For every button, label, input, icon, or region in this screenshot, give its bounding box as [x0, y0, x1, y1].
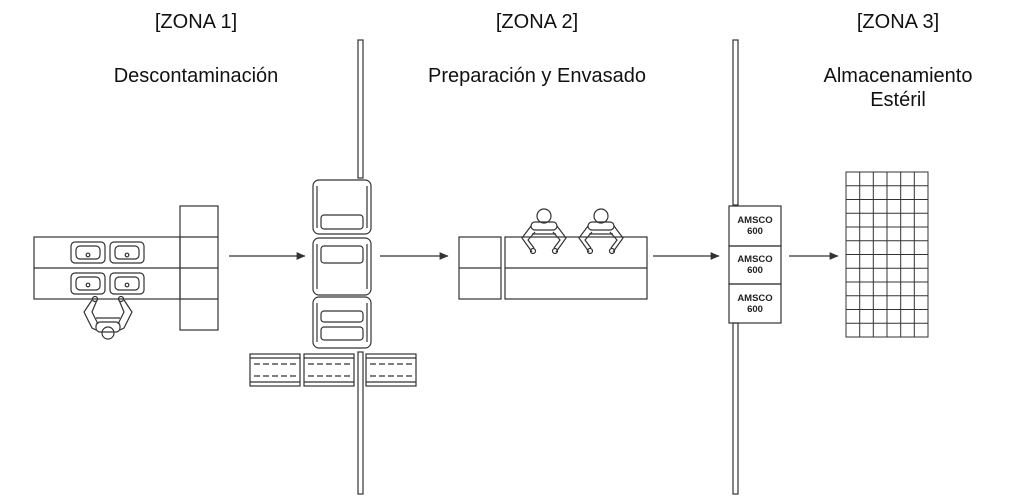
sterilizer-1-brand: AMSCO	[737, 215, 772, 226]
zone-3-name-line1: Almacenamiento	[823, 65, 973, 87]
zone-2-name: Preparación y Envasado	[428, 65, 646, 87]
sterilizer-unit	[728, 283, 782, 324]
sink-counter	[33, 236, 181, 300]
zone-1-tag: [ZONA 1]	[154, 11, 238, 33]
sterilizer-3-model: 600	[747, 304, 763, 315]
zone-2-tag: [ZONA 2]	[495, 11, 579, 33]
loading-cart	[249, 353, 301, 387]
sterilizer-2-model: 600	[747, 265, 763, 276]
sterilizer-1-model: 600	[747, 226, 763, 237]
washer-disinfector-unit	[312, 179, 372, 235]
partition-wall-1	[357, 39, 364, 495]
washer-disinfector-unit	[312, 296, 372, 349]
sterile-storage-rack	[845, 171, 929, 338]
loading-cart	[303, 353, 355, 387]
worker-icon	[83, 295, 133, 340]
zone-3-tag: [ZONA 3]	[856, 11, 940, 33]
sterilizer-3-brand: AMSCO	[737, 293, 772, 304]
sterilizer-2-brand: AMSCO	[737, 254, 772, 265]
sink-icon	[70, 241, 145, 295]
storage-shelves-zone-2	[458, 236, 502, 300]
worker-icon	[578, 208, 624, 255]
zone-1-name: Descontaminación	[113, 65, 279, 87]
loading-cart	[365, 353, 417, 387]
storage-shelves-zone-1	[179, 205, 219, 331]
worker-icon	[521, 208, 567, 255]
packing-work-table	[504, 236, 648, 300]
zone-3-name-line2: Estéril	[870, 89, 926, 111]
partition-wall-2	[732, 39, 739, 495]
washer-disinfector-unit	[312, 237, 372, 296]
